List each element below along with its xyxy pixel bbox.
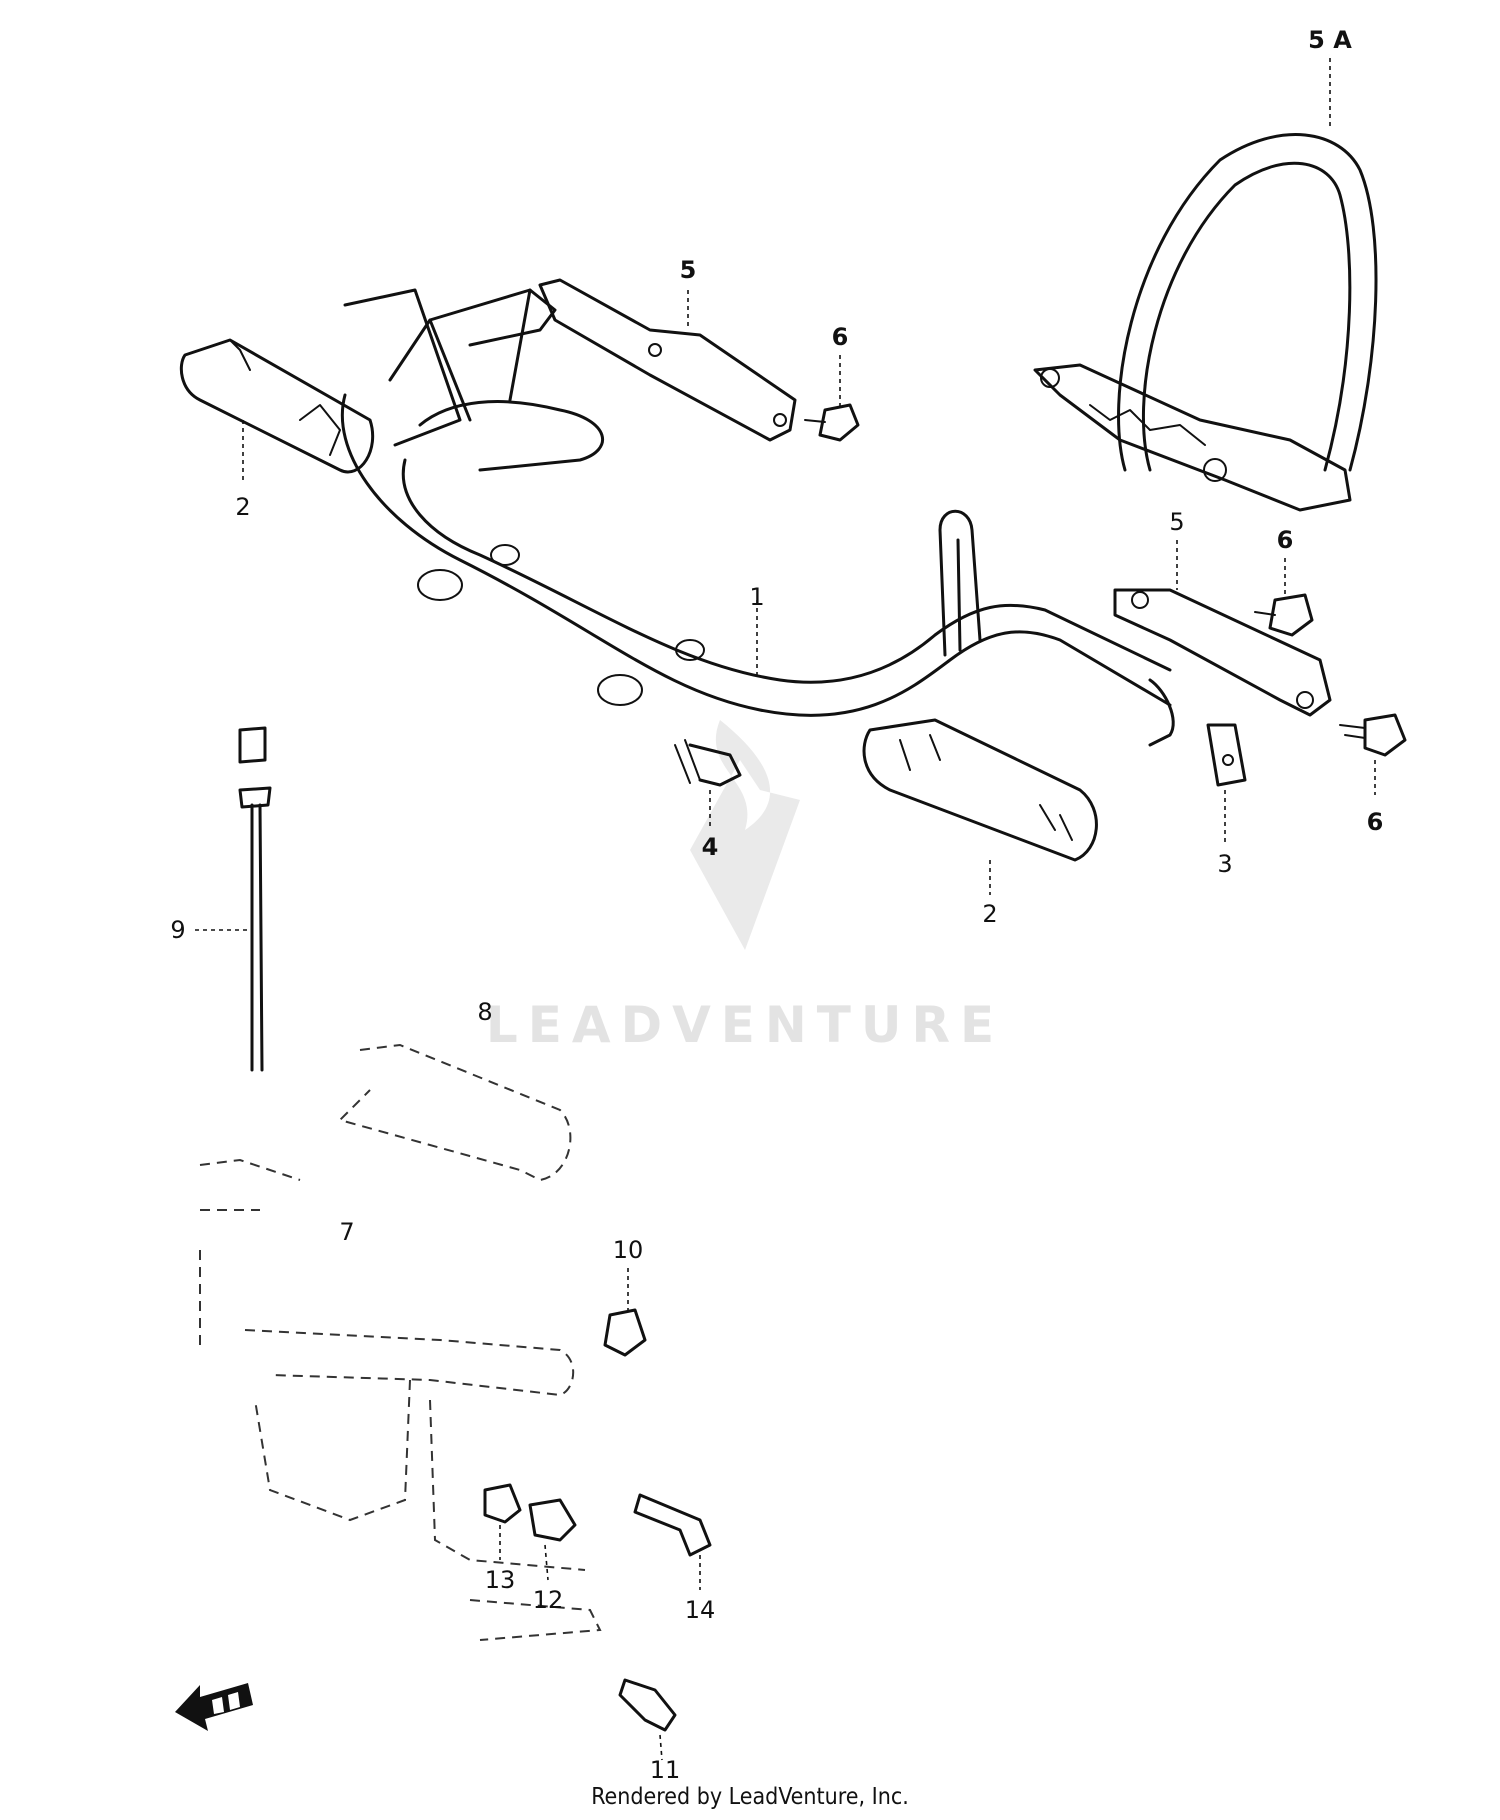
callout-11: 11: [650, 1756, 681, 1784]
callout-5a: 5 A: [1308, 26, 1352, 54]
callout-7: 7: [339, 1218, 354, 1246]
callout-1: 1: [749, 583, 764, 611]
part-2-footpeg-left: [179, 338, 375, 474]
callout-2-center: 2: [982, 900, 997, 928]
part-6-nut-upper: [804, 403, 860, 442]
callout-6-upper: 6: [832, 323, 849, 351]
part-2-footpeg-center: [862, 718, 1098, 862]
part-9-strap: [238, 726, 272, 1072]
part-6-nut-right: [1254, 593, 1314, 637]
watermark-logo: [690, 720, 800, 950]
callout-4: 4: [702, 833, 719, 861]
callout-9: 9: [170, 916, 185, 944]
callout-13: 13: [485, 1566, 516, 1594]
part-3-plate: [1206, 723, 1247, 787]
part-4-bolt: [674, 739, 742, 787]
callout-5-right: 5: [1169, 508, 1184, 536]
front-direction-arrow-icon: [175, 1683, 253, 1731]
callout-8: 8: [477, 998, 492, 1026]
callout-2-left: 2: [235, 493, 250, 521]
part-14-bolt: [633, 1493, 712, 1557]
callout-labels: 5 A 5 6 2 5 6 1 6 4 3 2 9 8 7 10 13 12 1…: [170, 26, 1383, 1784]
part-7-guard: [199, 1250, 602, 1641]
part-6-bolt-lower: [1339, 713, 1407, 757]
footer-credit: Rendered by LeadVenture, Inc.: [591, 1784, 909, 1810]
callout-5-upper: 5: [680, 256, 697, 284]
callout-6-lower: 6: [1367, 808, 1384, 836]
part-12-collar: [528, 1498, 577, 1542]
callout-6-right: 6: [1277, 526, 1294, 554]
part-5a-grab-bar: [1033, 133, 1378, 512]
watermark-text: LEADVENTURE: [486, 996, 1004, 1054]
part-10-clip: [603, 1308, 647, 1357]
part-5-bracket-upper: [538, 278, 797, 442]
part-5-bracket-right: [1113, 588, 1332, 717]
watermark: LEADVENTURE: [486, 720, 1004, 1054]
callout-14: 14: [685, 1596, 716, 1624]
part-11-bolt: [618, 1678, 677, 1732]
part-1-frame: [340, 288, 1175, 747]
callout-10: 10: [613, 1236, 644, 1264]
part-13-nut: [483, 1483, 522, 1524]
callout-12: 12: [533, 1586, 564, 1614]
leader-lines: [195, 58, 1376, 1761]
callout-3: 3: [1217, 850, 1232, 878]
part-8-cover: [199, 1043, 572, 1211]
